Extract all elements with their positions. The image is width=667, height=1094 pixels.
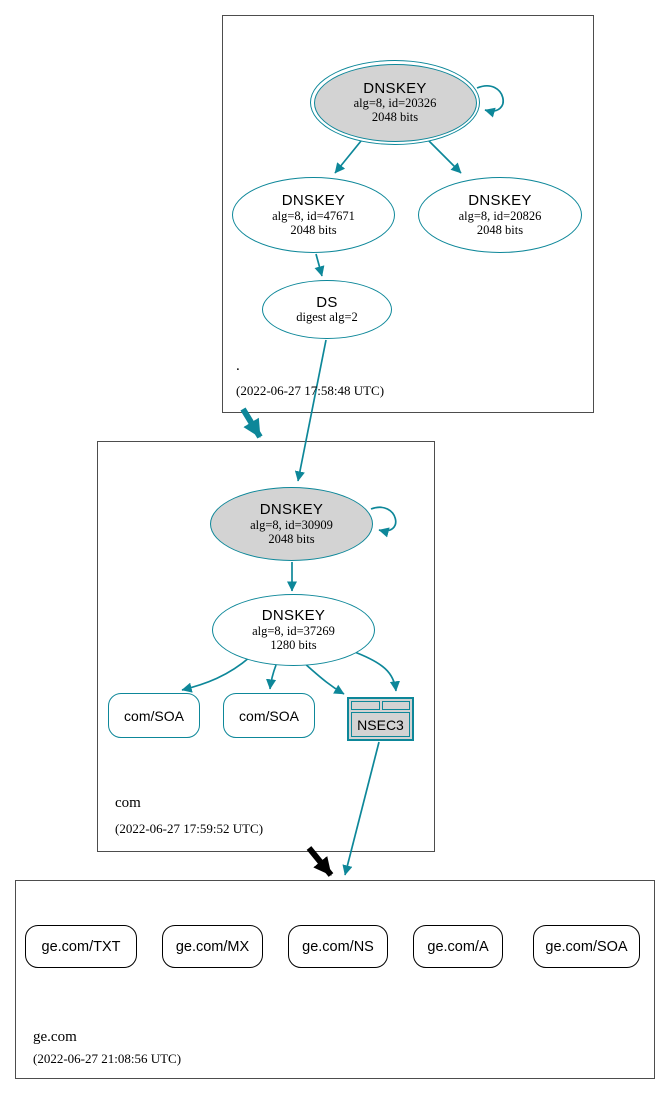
zone-box-root: [222, 15, 594, 413]
node-com-soa-2[interactable]: com/SOA: [223, 693, 315, 738]
node-gecom-a[interactable]: ge.com/A: [413, 925, 503, 968]
node-detail: digest alg=2: [296, 310, 358, 325]
zone-box-ge-com: [15, 880, 655, 1079]
nsec3-cell: [351, 701, 380, 710]
zone-name-com: com: [115, 795, 141, 811]
node-detail: 1280 bits: [270, 637, 317, 652]
node-detail: alg=8, id=30909: [250, 517, 333, 532]
zone-box-com: [97, 441, 435, 852]
nsec3-label: NSEC3: [351, 712, 410, 737]
edge-com-to-gecom-delegation: [306, 846, 334, 877]
node-title: DNSKEY: [281, 192, 346, 209]
edge-root-to-com-delegation: [240, 407, 263, 439]
node-title: DNSKEY: [468, 192, 532, 209]
ksk-inner-ring: [313, 63, 477, 142]
node-root-dnskey-20826[interactable]: DNSKEY alg=8, id=20826 2048 bits: [418, 177, 582, 253]
node-root-ds[interactable]: DS digest alg=2: [262, 280, 392, 339]
nsec3-cell: [381, 701, 410, 710]
node-title: DS: [316, 293, 338, 311]
node-gecom-txt[interactable]: ge.com/TXT: [25, 925, 137, 968]
node-title: DNSKEY: [363, 79, 427, 97]
zone-timestamp-com: (2022-06-27 17:59:52 UTC): [115, 821, 264, 836]
node-gecom-ns[interactable]: ge.com/NS: [288, 925, 388, 968]
zone-name-root: .: [236, 358, 240, 374]
node-gecom-soa[interactable]: ge.com/SOA: [533, 925, 640, 968]
zone-timestamp-gecom: (2022-06-27 21:08:56 UTC): [33, 1051, 182, 1066]
node-com-soa-1[interactable]: com/SOA: [108, 693, 200, 738]
node-title: DNSKEY: [259, 501, 324, 518]
node-com-ksk-dnskey-30909[interactable]: DNSKEY alg=8, id=30909 2048 bits: [210, 487, 373, 561]
node-detail: 2048 bits: [371, 110, 419, 125]
node-detail: alg=8, id=37269: [252, 623, 335, 638]
node-detail: alg=8, id=20826: [458, 208, 542, 223]
node-com-dnskey-37269[interactable]: DNSKEY alg=8, id=37269 1280 bits: [212, 594, 375, 666]
node-title: DNSKEY: [261, 607, 326, 624]
zone-name-gecom: ge.com: [33, 1029, 77, 1045]
node-detail: 2048 bits: [290, 222, 337, 237]
zone-timestamp-root: (2022-06-27 17:58:48 UTC): [236, 383, 385, 398]
node-detail: 2048 bits: [476, 222, 524, 237]
nsec3-top-row: [351, 701, 410, 710]
node-detail: alg=8, id=20326: [353, 96, 437, 111]
node-root-dnskey-47671[interactable]: DNSKEY alg=8, id=47671 2048 bits: [232, 177, 395, 253]
node-com-nsec3[interactable]: NSEC3: [347, 697, 414, 741]
node-detail: alg=8, id=47671: [272, 208, 355, 223]
node-gecom-mx[interactable]: ge.com/MX: [162, 925, 263, 968]
node-root-ksk-dnskey-20326[interactable]: DNSKEY alg=8, id=20326 2048 bits: [310, 60, 480, 145]
node-detail: 2048 bits: [268, 531, 315, 546]
